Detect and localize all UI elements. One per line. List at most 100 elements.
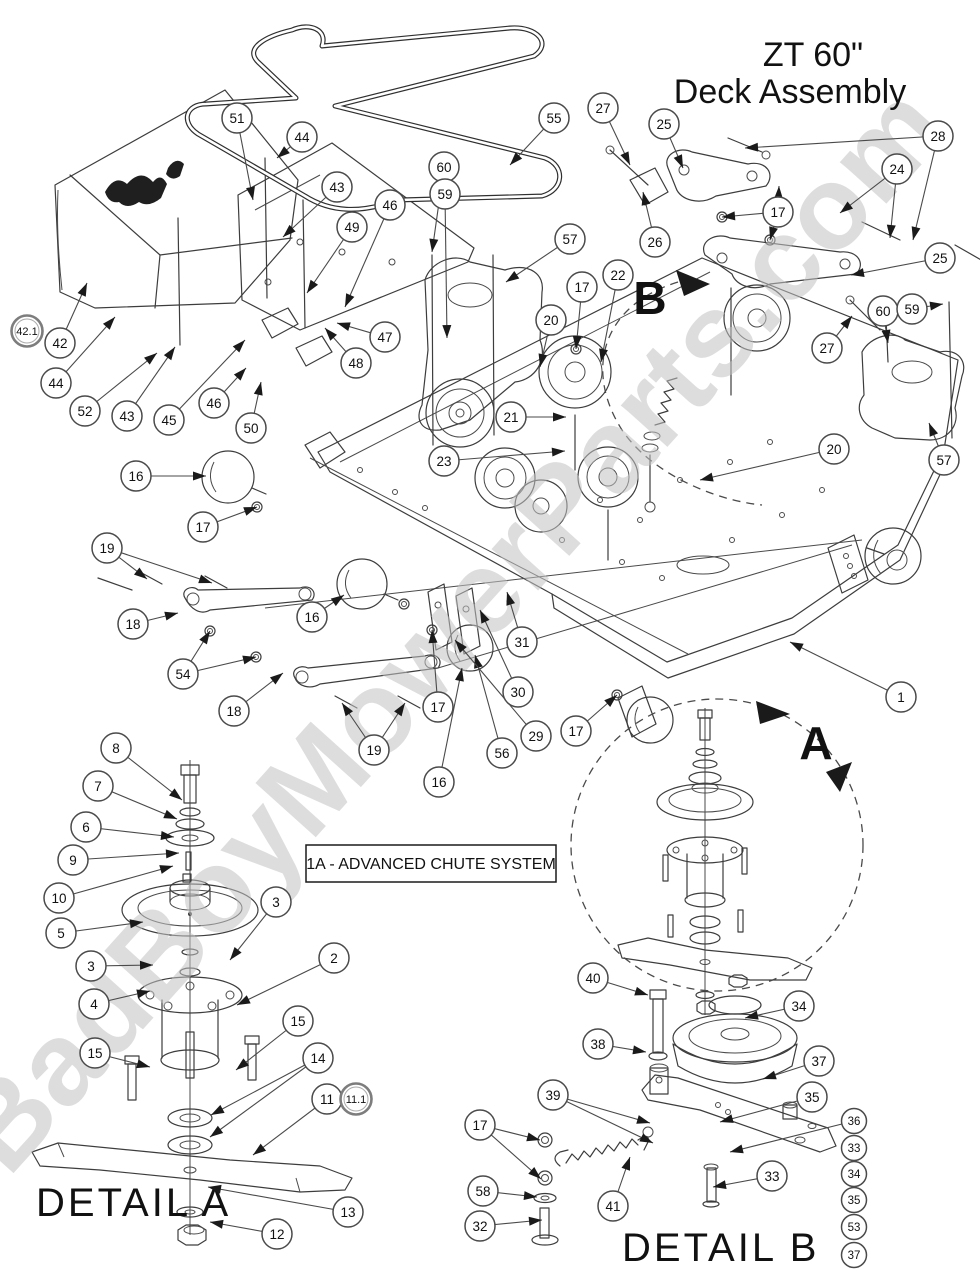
callout-number: 10 bbox=[51, 891, 66, 906]
callout-number: 43 bbox=[329, 180, 344, 195]
leader-arrowhead bbox=[342, 703, 354, 717]
callout-balloon-46: 46 bbox=[198, 387, 230, 419]
callout-number: 37 bbox=[848, 1250, 861, 1262]
leader-arrowhead bbox=[246, 186, 255, 200]
callout-balloon-45: 45 bbox=[153, 404, 185, 436]
callout-balloon-17: 17 bbox=[566, 271, 598, 303]
view-letter-b: B bbox=[633, 272, 666, 324]
callout-number: 28 bbox=[930, 129, 945, 144]
callout-balloon-26: 26 bbox=[639, 226, 671, 258]
callout-balloon-37: 37 bbox=[840, 1241, 868, 1269]
leader-arrowhead bbox=[632, 1045, 646, 1055]
callout-balloon-34: 34 bbox=[840, 1160, 868, 1188]
leader-arrowhead bbox=[551, 447, 565, 457]
callout-number: 40 bbox=[585, 971, 600, 986]
leader-arrowhead bbox=[506, 592, 516, 606]
callout-number: 20 bbox=[543, 313, 558, 328]
leader-arrowhead bbox=[745, 1010, 759, 1020]
rotation-arrow-b bbox=[676, 270, 710, 296]
leader-arrowhead bbox=[528, 1167, 541, 1179]
callout-number: 57 bbox=[562, 232, 577, 247]
detail-a-assembly bbox=[31, 760, 353, 1246]
callout-balloon-44: 44 bbox=[40, 367, 72, 399]
callout-number: 29 bbox=[528, 729, 543, 744]
callout-balloon-53: 53 bbox=[840, 1213, 868, 1241]
callout-balloon-55: 55 bbox=[538, 102, 570, 134]
callout-number: 33 bbox=[848, 1143, 861, 1155]
callout-number: 12 bbox=[269, 1227, 284, 1242]
callout-balloon-22: 22 bbox=[602, 259, 634, 291]
callout-balloon-19: 19 bbox=[358, 734, 390, 766]
deck-shell bbox=[304, 257, 959, 679]
callout-number: 55 bbox=[546, 111, 561, 126]
callout-balloon-16: 16 bbox=[296, 601, 328, 633]
callout-balloon-47: 47 bbox=[369, 321, 401, 353]
leader-line bbox=[444, 193, 448, 339]
callout-balloon-8: 8 bbox=[100, 732, 132, 764]
callout-balloon-10: 10 bbox=[43, 882, 75, 914]
leader-line bbox=[106, 547, 213, 584]
callout-number: 19 bbox=[366, 743, 381, 758]
callout-number: 44 bbox=[294, 130, 310, 145]
callout-number: 8 bbox=[112, 741, 120, 756]
callout-balloon-16: 16 bbox=[120, 460, 152, 492]
leader-arrowhead bbox=[77, 283, 87, 297]
callout-number: 35 bbox=[804, 1090, 819, 1105]
leader-arrowhead bbox=[506, 271, 520, 282]
callout-balloon-1: 1 bbox=[885, 681, 917, 713]
leader-arrowhead bbox=[330, 595, 344, 607]
callout-number: 17 bbox=[430, 700, 445, 715]
callout-number: 11 bbox=[320, 1092, 334, 1107]
callout-number: 42 bbox=[52, 336, 67, 351]
leader-arrowhead bbox=[198, 574, 212, 584]
callout-balloon-35: 35 bbox=[840, 1186, 868, 1214]
leader-arrowhead bbox=[639, 1133, 653, 1143]
detail-b-label: DETAIL B bbox=[622, 1226, 819, 1270]
leader-arrowhead bbox=[713, 1180, 727, 1190]
baffle-plate bbox=[177, 142, 475, 367]
callout-balloon-57: 57 bbox=[554, 223, 586, 255]
callout-balloon-11.1: 11.1 bbox=[339, 1082, 373, 1116]
callout-balloon-49: 49 bbox=[336, 211, 368, 243]
leader-arrowhead bbox=[929, 423, 939, 437]
leader-arrowhead bbox=[700, 472, 714, 482]
leader-arrowhead bbox=[745, 142, 759, 152]
leader-line bbox=[236, 957, 335, 1006]
leader-arrowhead bbox=[160, 831, 174, 841]
callout-balloon-28: 28 bbox=[922, 120, 954, 152]
callout-balloon-25: 25 bbox=[924, 242, 956, 274]
leader-line bbox=[438, 667, 463, 783]
leader-arrowhead bbox=[634, 986, 648, 996]
callout-number: 9 bbox=[69, 853, 77, 868]
leader-arrowhead bbox=[163, 809, 177, 819]
callout-balloon-31: 31 bbox=[506, 626, 538, 658]
callout-number: 38 bbox=[590, 1037, 605, 1052]
callout-balloon-21: 21 bbox=[495, 401, 527, 433]
leader-arrowhead bbox=[790, 642, 804, 652]
leader-arrowhead bbox=[641, 192, 651, 206]
callout-number: 54 bbox=[175, 667, 191, 682]
leader-arrowhead bbox=[620, 151, 630, 165]
leader-arrowhead bbox=[774, 186, 783, 200]
leader-arrowhead bbox=[337, 322, 351, 331]
leader-arrowhead bbox=[572, 335, 582, 349]
leader-line bbox=[168, 339, 246, 421]
callout-number: 45 bbox=[161, 413, 176, 428]
callout-number: 27 bbox=[819, 341, 834, 356]
leader-arrowhead bbox=[769, 226, 778, 240]
callout-balloon-43: 43 bbox=[111, 400, 143, 432]
leader-line bbox=[443, 450, 566, 462]
callout-number: 21 bbox=[503, 410, 518, 425]
callout-balloon-40: 40 bbox=[577, 962, 609, 994]
leader-arrowhead bbox=[673, 154, 683, 168]
callout-balloon-46: 46 bbox=[374, 189, 406, 221]
callout-number: 51 bbox=[229, 111, 244, 126]
callout-number: 16 bbox=[128, 469, 143, 484]
callout-number: 3 bbox=[87, 959, 95, 974]
callout-balloon-48: 48 bbox=[340, 347, 372, 379]
leader-arrowhead bbox=[599, 348, 608, 362]
leader-arrowhead bbox=[325, 328, 337, 341]
callout-balloon-60: 60 bbox=[867, 295, 899, 327]
